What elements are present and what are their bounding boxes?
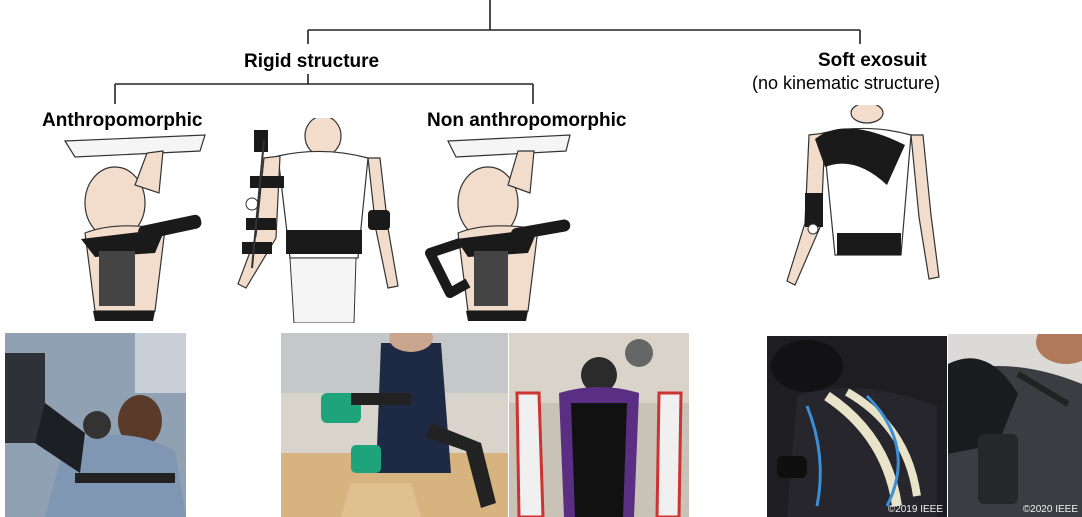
non-anthropomorphic-illustration: [420, 133, 590, 323]
soft-exosuit-photo-1: ©2019 IEEE: [767, 336, 947, 517]
soft-exosuit-subtitle: (no kinematic structure): [752, 73, 940, 94]
anthropomorphic-exoskeleton-photo: [5, 333, 186, 517]
soft-exosuit-label: Soft exosuit: [818, 50, 927, 72]
anthropomorphic-illustration: [55, 133, 225, 323]
rigid-structure-label: Rigid structure: [244, 51, 379, 73]
soft-exosuit-photo-2: ©2020 IEEE: [948, 334, 1082, 517]
non-anthropomorphic-label: Non anthropomorphic: [427, 110, 626, 132]
rigid-exoskeleton-workbench-photo: [281, 333, 508, 517]
non-anthropomorphic-exoskeleton-photo: [509, 333, 689, 517]
ieee-2020-credit: ©2020 IEEE: [1023, 504, 1078, 515]
soft-exosuit-illustration: [775, 105, 955, 320]
rigid-structure-illustration: [228, 118, 408, 323]
anthropomorphic-label: Anthropomorphic: [42, 110, 202, 132]
ieee-2019-credit: ©2019 IEEE: [888, 504, 943, 515]
